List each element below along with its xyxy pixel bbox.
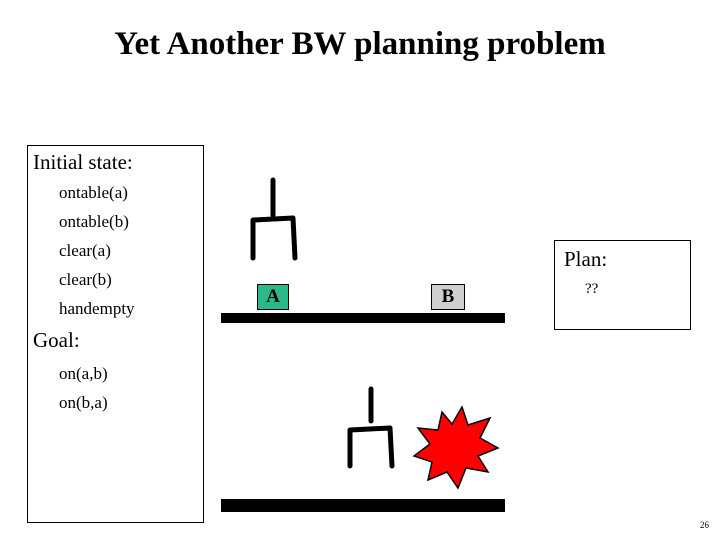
initial-fact: ontable(b) xyxy=(59,212,129,231)
page-number: 26 xyxy=(700,520,709,530)
table-top-scene xyxy=(221,313,505,323)
gripper-top xyxy=(250,177,298,261)
table-bottom-scene xyxy=(221,499,505,512)
plan-box: Plan: ?? xyxy=(554,240,691,330)
initial-state-heading: Initial state: xyxy=(33,150,133,174)
initial-fact: ontable(a) xyxy=(59,183,128,202)
initial-fact: handempty xyxy=(59,299,135,318)
goal-heading: Goal: xyxy=(33,328,80,352)
slide-title: Yet Another BW planning problem xyxy=(114,26,606,62)
problem-definition-box: Initial state: ontable(a) ontable(b) cle… xyxy=(27,145,204,523)
block-b: B xyxy=(431,284,465,310)
explosion-icon xyxy=(412,405,500,490)
goal-fact: on(b,a) xyxy=(59,393,108,412)
plan-heading: Plan: xyxy=(564,247,608,271)
gripper-bottom xyxy=(347,386,395,469)
initial-fact: clear(a) xyxy=(59,241,111,260)
block-a: A xyxy=(257,284,289,310)
plan-value: ?? xyxy=(585,281,599,297)
goal-fact: on(a,b) xyxy=(59,364,108,383)
initial-fact: clear(b) xyxy=(59,270,112,289)
